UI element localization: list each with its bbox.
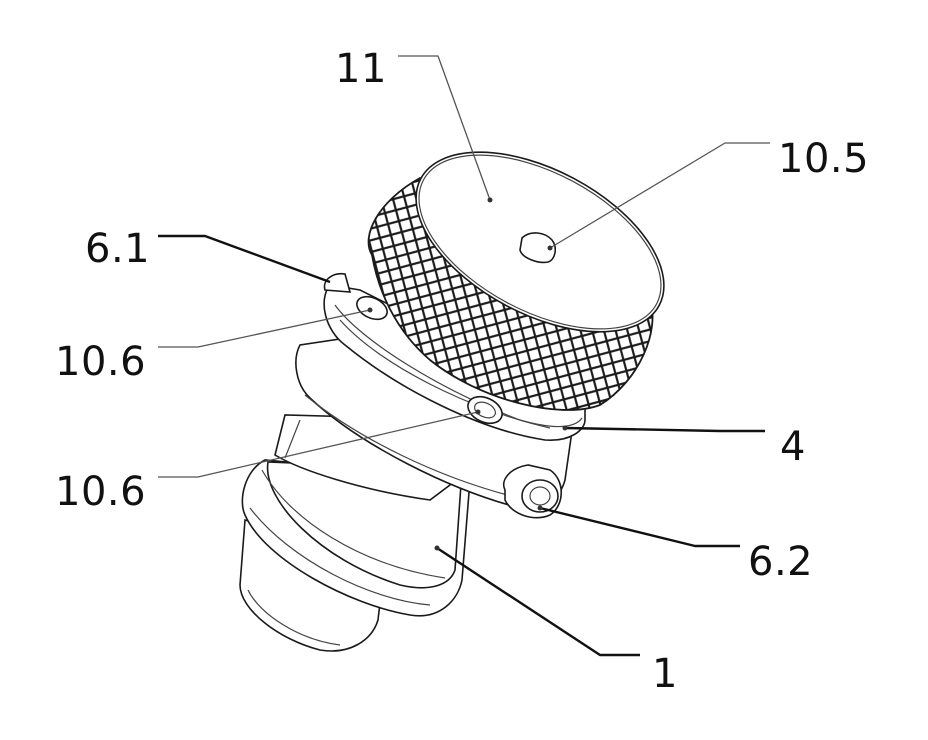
side-pin	[503, 464, 563, 519]
knurled-cap	[367, 151, 665, 411]
label-top-cap: 11	[335, 46, 387, 92]
leader-dots	[367, 197, 568, 551]
screw-upper	[356, 295, 388, 321]
label-upper-pin: 6.1	[85, 226, 150, 272]
cap-hole	[519, 232, 557, 264]
label-ring: 4	[780, 424, 806, 470]
label-body: 1	[652, 651, 678, 697]
leader-lines	[158, 55, 770, 657]
screw-lower	[467, 395, 503, 425]
label-screw-upper: 10.6	[55, 339, 146, 385]
label-screw-lower: 10.6	[55, 469, 146, 515]
label-side-pin: 6.2	[748, 539, 813, 585]
upper-pin	[323, 272, 352, 293]
label-cap-hole: 10.5	[778, 136, 869, 182]
